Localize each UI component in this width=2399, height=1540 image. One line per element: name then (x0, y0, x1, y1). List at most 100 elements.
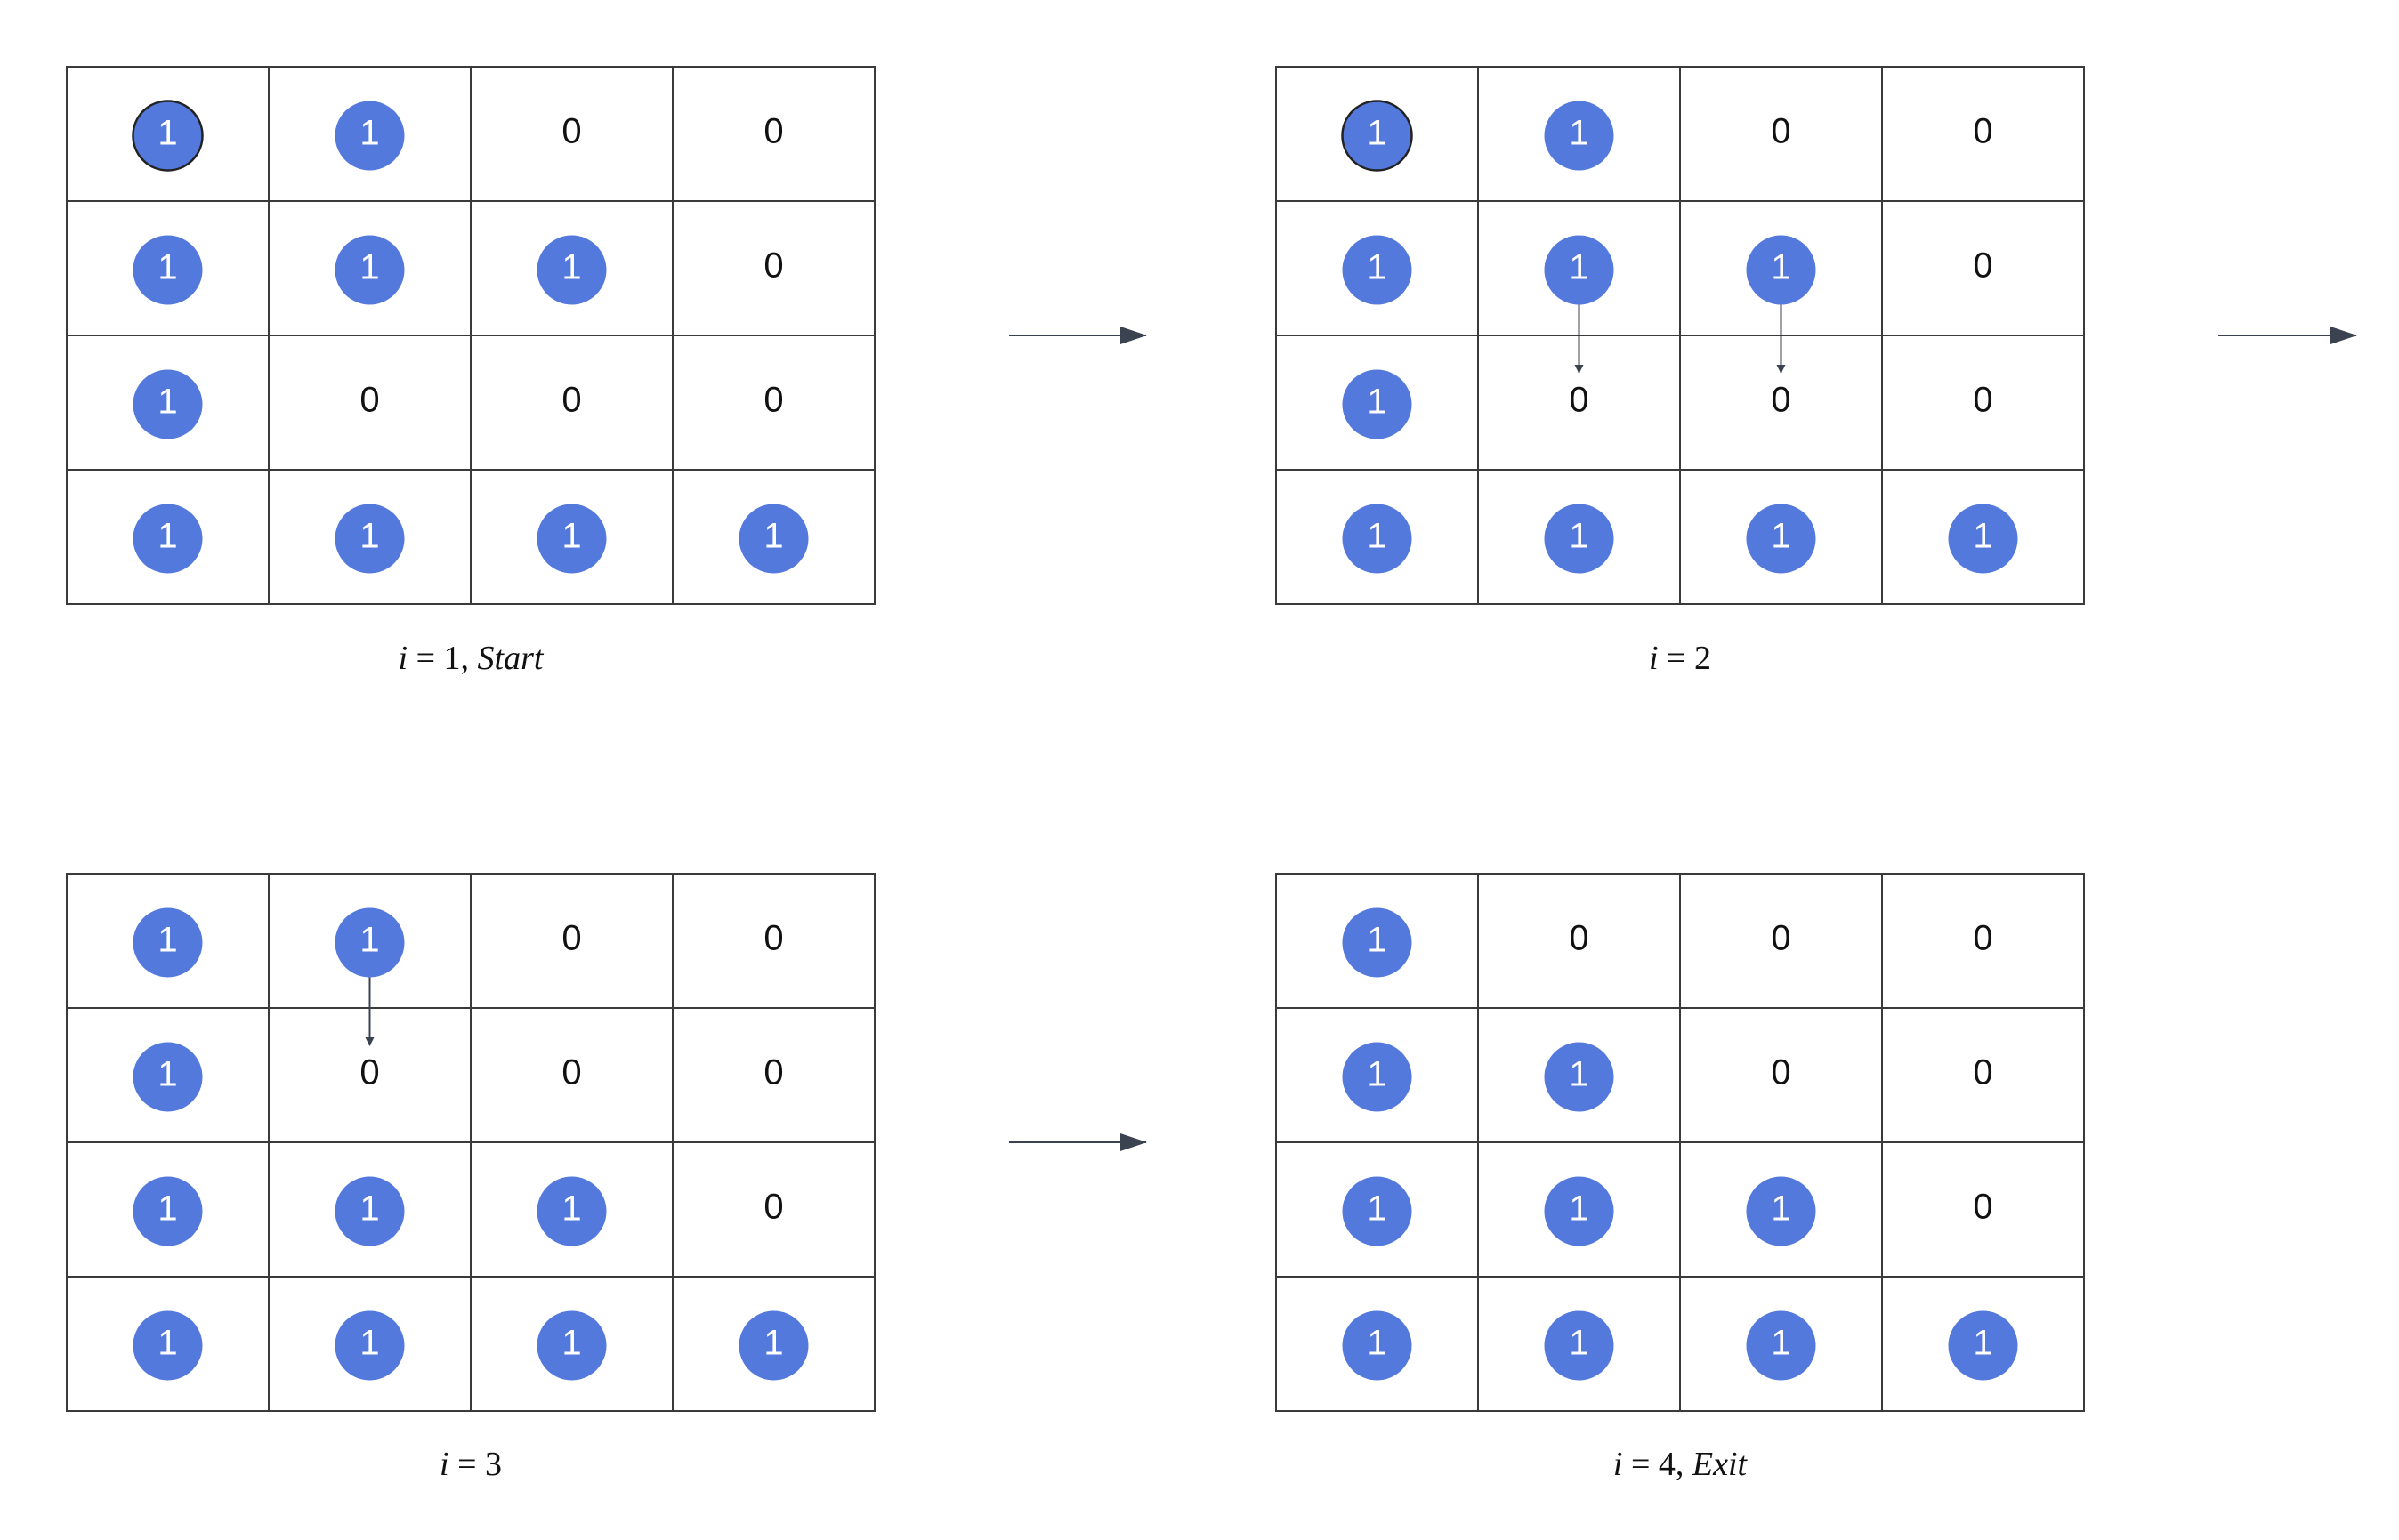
cell-value: 1 (1569, 114, 1588, 153)
grid-cell-3-0: 1 (1275, 1276, 1479, 1412)
cell-value: 1 (359, 1189, 379, 1229)
caption-eq: = 3 (449, 1446, 502, 1483)
cell-value: 1 (1367, 1055, 1386, 1094)
cell-value: 0 (763, 919, 783, 958)
filled-node-circle (335, 1310, 405, 1381)
cell-value: 1 (158, 1324, 177, 1363)
grid-cell-2-0: 1 (66, 1141, 270, 1278)
grid-cell-3-3: 1 (1881, 469, 2085, 605)
caption-eq: = 1, (408, 640, 477, 677)
cell-value: 0 (1569, 919, 1588, 958)
grid-cell-1-0: 1 (66, 1007, 270, 1143)
cell-value: 1 (158, 248, 177, 287)
grid-cell-2-1: 1 (268, 1141, 472, 1278)
grid-cell-1-1: 1 (268, 200, 472, 336)
cell-value: 1 (1367, 517, 1386, 556)
caption-eq: = 4, (1622, 1446, 1692, 1483)
caption-var: i (399, 640, 408, 677)
cell-value: 1 (158, 1189, 177, 1229)
grid-cell-0-3: 0 (672, 66, 876, 202)
grid-cell-1-3: 0 (1881, 1007, 2085, 1143)
cell-value: 0 (1973, 919, 1992, 958)
grid-cell-0-0: 1 (66, 873, 270, 1009)
filled-node-circle (1342, 1310, 1412, 1381)
filled-node-circle (1948, 1310, 2018, 1381)
grid-cell-1-2: 0 (1679, 1007, 1883, 1143)
caption-eq: = 2 (1659, 640, 1711, 677)
grid-cell-3-3: 1 (1881, 1276, 2085, 1412)
grid-cell-2-0: 1 (1275, 335, 1479, 471)
filled-node-circle (1746, 1176, 1816, 1246)
filled-node-circle (537, 1176, 607, 1246)
grid-cell-3-2: 1 (1679, 1276, 1883, 1412)
filled-node-circle (1342, 235, 1412, 305)
grid-cell-0-0: 1 (1275, 66, 1479, 202)
cell-value: 0 (1569, 381, 1588, 420)
cell-value: 1 (561, 1324, 581, 1363)
filled-node-circle (1342, 1042, 1412, 1112)
grid-cell-2-0: 1 (1275, 1141, 1479, 1278)
cell-value: 1 (359, 114, 379, 153)
cell-value: 1 (1771, 1324, 1790, 1363)
grid-cell-1-3: 0 (672, 200, 876, 336)
panel-caption: i = 1, Start (399, 640, 545, 677)
filled-node-circle (1544, 1042, 1614, 1112)
grid-cell-3-1: 1 (1477, 469, 1681, 605)
filled-node-circle (133, 235, 203, 305)
grid-cell-3-2: 1 (470, 469, 674, 605)
caption-var: i (1649, 640, 1659, 677)
grid-cell-2-2: 1 (1679, 1141, 1883, 1278)
grid-cell-2-2: 1 (470, 1141, 674, 1278)
filled-node-circle (739, 1310, 809, 1381)
cell-value: 1 (763, 517, 783, 556)
filled-node-circle (133, 907, 203, 978)
grid-cell-3-2: 1 (1679, 469, 1883, 605)
cell-value: 0 (561, 1053, 581, 1093)
cell-value: 1 (763, 1324, 783, 1363)
filled-node-circle (1746, 504, 1816, 574)
filled-node-circle (537, 235, 607, 305)
filled-node-circle (335, 907, 405, 978)
grid-cell-0-2: 0 (1679, 66, 1883, 202)
cell-value: 0 (1973, 112, 1992, 151)
cell-value: 0 (1771, 381, 1790, 420)
grid-cell-3-0: 1 (66, 1276, 270, 1412)
filled-node-circle (1342, 907, 1412, 978)
grid-cell-1-0: 1 (66, 200, 270, 336)
cell-value: 1 (1771, 517, 1790, 556)
cell-value: 1 (1367, 248, 1386, 287)
grid-cell-0-1: 0 (1477, 873, 1681, 1009)
grid-cell-3-3: 1 (672, 469, 876, 605)
cell-value: 0 (1771, 1053, 1790, 1093)
caption-tag: Exit (1692, 1446, 1749, 1483)
grid-cell-3-1: 1 (1477, 1276, 1681, 1412)
grid-cell-3-2: 1 (470, 1276, 674, 1412)
grid-cell-1-0: 1 (1275, 200, 1479, 336)
grid-cell-3-1: 1 (268, 469, 472, 605)
cell-value: 0 (1771, 919, 1790, 958)
filled-node-circle (133, 369, 203, 439)
cell-value: 1 (561, 248, 581, 287)
filled-node-circle (739, 504, 809, 574)
filled-node-circle (537, 504, 607, 574)
cell-value: 0 (763, 381, 783, 420)
filled-node-circle (537, 1310, 607, 1381)
grid-cell-3-1: 1 (268, 1276, 472, 1412)
cell-value: 1 (158, 921, 177, 960)
caption-tag: Start (478, 640, 545, 677)
filled-node-circle (335, 1176, 405, 1246)
grid-cell-2-2: 0 (470, 335, 674, 471)
cell-value: 1 (561, 1189, 581, 1229)
cell-value: 1 (158, 383, 177, 422)
filled-node-circle (1342, 504, 1412, 574)
cell-value: 1 (1973, 517, 1992, 556)
grid-cell-1-2: 0 (470, 1007, 674, 1143)
grid-cell-3-3: 1 (672, 1276, 876, 1412)
cell-value: 1 (1367, 383, 1386, 422)
cell-value: 1 (1569, 1324, 1588, 1363)
grid-cell-0-1: 1 (1477, 66, 1681, 202)
filled-node-circle (1746, 1310, 1816, 1381)
grid-cell-2-3: 0 (672, 335, 876, 471)
